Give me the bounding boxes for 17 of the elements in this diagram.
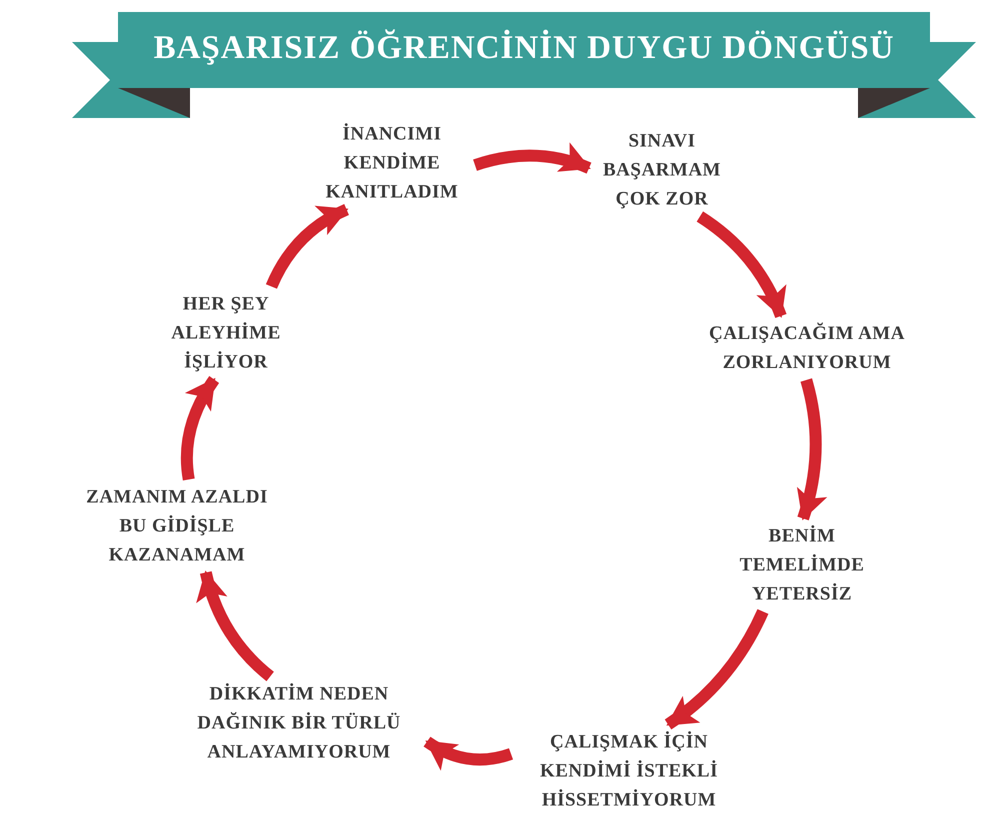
cycle-step-text: ZAMANIM AZALDI BU GİDİŞLE KAZANAMAM <box>85 486 269 568</box>
cycle-step-text: ÇALIŞACAĞIM AMA ZORLANIYORUM <box>708 322 906 375</box>
curved-arrow <box>664 608 768 730</box>
curved-arrow <box>266 204 350 289</box>
title: BAŞARISIZ ÖĞRENCİNİN DUYGU DÖNGÜSÜ <box>152 28 896 68</box>
cycle-step-text: SINAVI BAŞARMAM ÇOK ZOR <box>602 130 722 212</box>
curved-arrow <box>696 212 787 318</box>
curved-arrow <box>180 376 220 480</box>
cycle-step-text: İNANCIMI KENDİME KANITLADIM <box>324 122 460 204</box>
cycle-step-text: BENİM TEMELİMDE YETERSİZ <box>738 524 866 606</box>
curved-arrow <box>424 736 513 770</box>
cycle-step-text: ÇALIŞMAK İÇİN KENDİMİ İSTEKLİ HİSSETMİYORUM <box>538 730 720 812</box>
cycle-step-text: HER ŞEY ALEYHİME İŞLİYOR <box>170 292 282 374</box>
curved-arrow <box>796 378 827 520</box>
cycle-step-text: DİKKATİM NEDEN DAĞINIK BİR TÜRLÜ ANLAYAMIYORUM <box>196 682 402 764</box>
curved-arrow <box>473 142 592 174</box>
curved-arrow <box>196 570 274 682</box>
